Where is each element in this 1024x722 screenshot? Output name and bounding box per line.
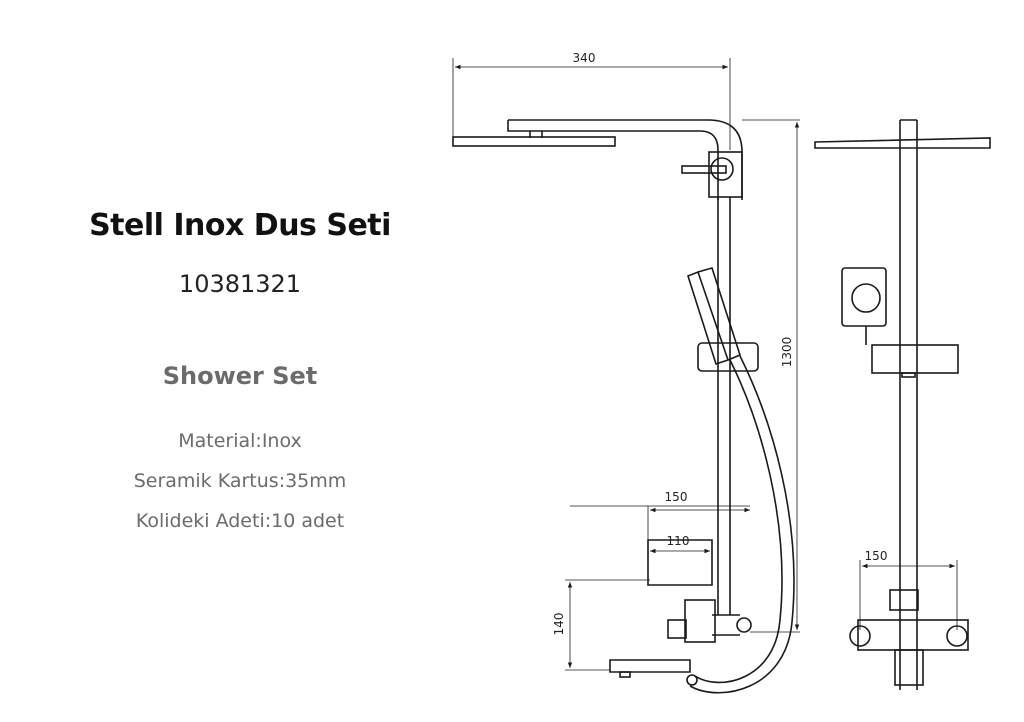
diverter-knob-icon — [710, 157, 734, 181]
spec-material: Material:Inox — [178, 430, 302, 452]
side-hand-shower-holder — [841, 267, 887, 327]
side-mixer-body — [857, 619, 969, 651]
label-mixer-height: 140 — [552, 613, 566, 636]
spec-cartridge: Seramik Kartus:35mm — [133, 470, 347, 492]
spec-box-quantity: Kolideki Adeti:10 adet — [135, 510, 345, 532]
mixer-body — [647, 539, 713, 586]
shower-head — [452, 136, 616, 147]
label-head-width: 340 — [573, 51, 596, 65]
slider-bracket — [697, 342, 759, 372]
dimension-side-spacing — [859, 560, 958, 630]
front-view — [452, 58, 800, 694]
shower-arm — [507, 119, 743, 200]
diverter-block — [708, 151, 743, 198]
side-shower-head — [814, 137, 991, 149]
side-slider — [871, 344, 959, 374]
dimension-spout-outer — [570, 505, 750, 560]
label-side-spacing: 150 — [865, 549, 888, 563]
label-spout-inner: 110 — [667, 534, 690, 548]
dimension-total-height — [742, 119, 800, 633]
side-view — [814, 119, 991, 690]
label-spout-outer: 150 — [665, 490, 688, 504]
shower-hose — [694, 359, 783, 684]
dimension-spout-inner — [650, 545, 713, 560]
dimension-mixer-height — [565, 579, 650, 671]
product-title: Stell Inox Dus Seti — [89, 208, 391, 243]
dimension-head-width — [452, 58, 731, 150]
product-code: 10381321 — [178, 270, 302, 298]
hand-shower — [687, 270, 730, 366]
product-subtitle: Shower Set — [162, 362, 318, 390]
side-holder-ring-icon — [851, 283, 881, 313]
label-total-height: 1300 — [780, 337, 794, 368]
